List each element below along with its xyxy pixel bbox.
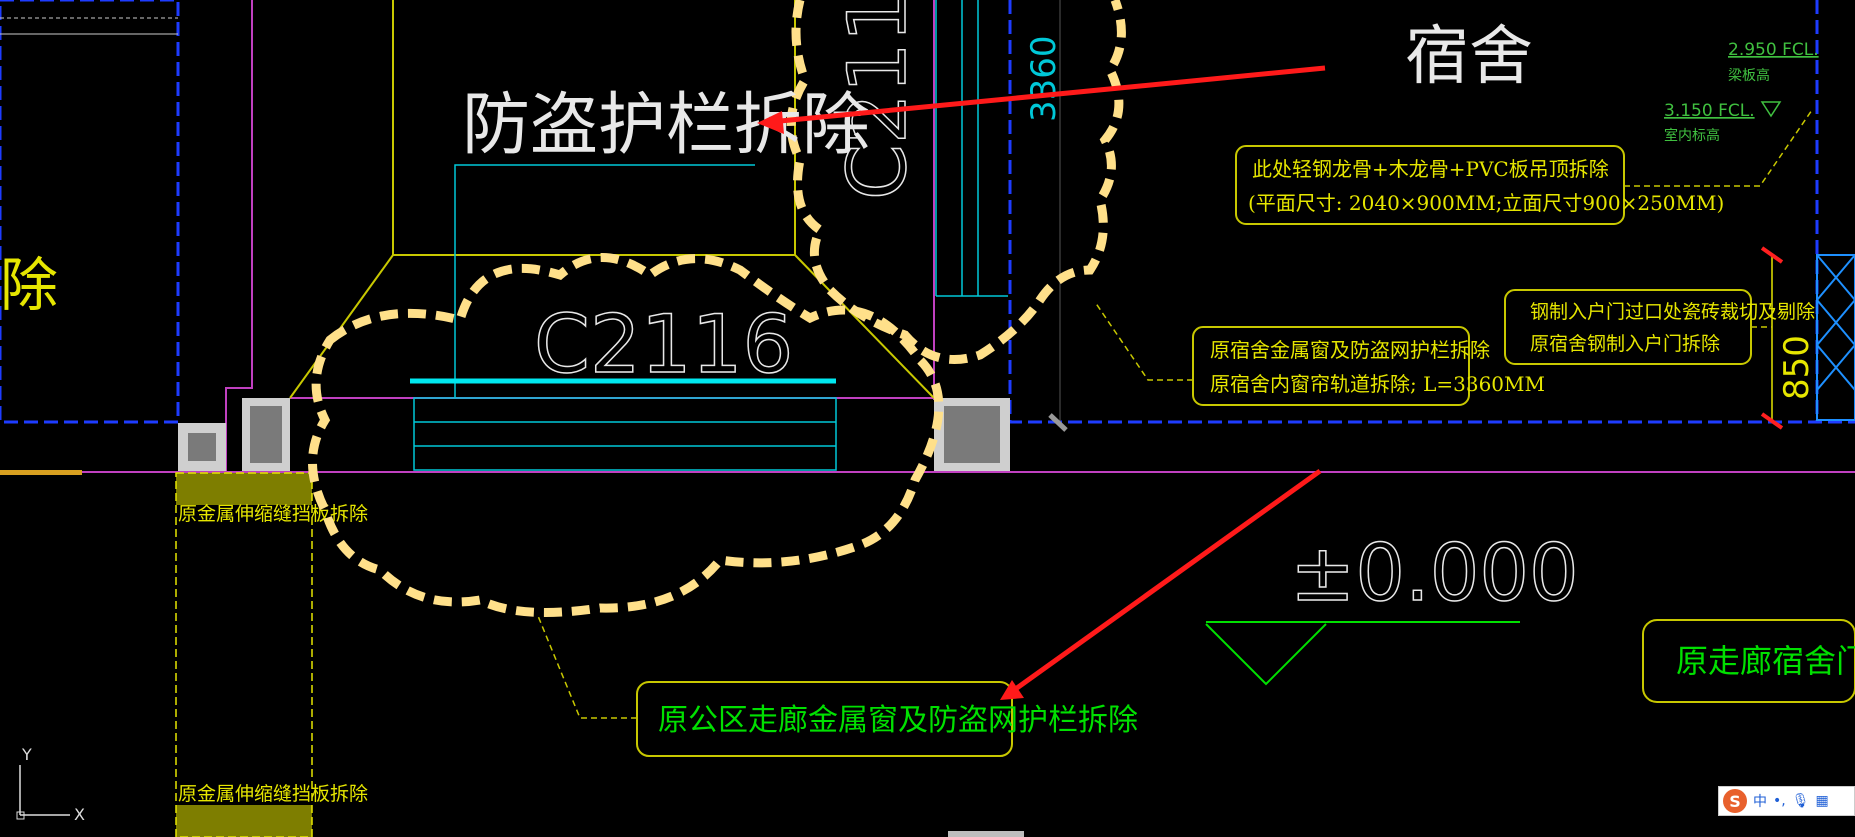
- ucs-y-label: Y: [21, 745, 32, 764]
- dim-850-tick-top: [1760, 246, 1784, 264]
- microphone-icon[interactable]: 🎙: [1791, 793, 1810, 809]
- ceiling-note-box: [1235, 145, 1625, 225]
- red-arrow-top: [757, 65, 1326, 134]
- column-right-inner: [944, 406, 1000, 463]
- corridor-door-note-box: [1642, 619, 1855, 703]
- corridor-note-leader: [537, 615, 637, 719]
- revision-cloud-upper: [786, 0, 1126, 364]
- red-arrow-bottom: [1000, 468, 1322, 700]
- corridor-note-text: 原公区走廊金属窗及防盗网护栏拆除: [658, 703, 1138, 738]
- fcl-3150-note: 室内标高: [1664, 127, 1720, 144]
- expansion-joint-label-1: 原金属伸缩缝挡板拆除: [178, 503, 368, 525]
- door-note-line-2: 原宿舍钢制入户门拆除: [1530, 333, 1720, 355]
- corridor-note-box: [636, 681, 1013, 757]
- left-room-boundary: [0, 0, 180, 424]
- dim-3360-tick: [1048, 413, 1068, 432]
- corridor-door-note-text: 原走廊宿舍门口网: [1676, 642, 1855, 680]
- elevation-marker: [1205, 623, 1327, 686]
- ucs-x-label: X: [74, 805, 85, 824]
- fcl-3150-marker: [1760, 101, 1782, 118]
- ucs-icon: [16, 765, 70, 820]
- right-edge-hatch: [1816, 254, 1855, 421]
- horizontal-scroll-thumb[interactable]: [948, 831, 1024, 837]
- expansion-joint-hatch-top: [176, 473, 312, 505]
- window-note-line-1: 原宿舍金属窗及防盗网护栏拆除: [1210, 338, 1490, 362]
- left-hatch-bar: [0, 470, 82, 475]
- ime-toolbar[interactable]: S 中 •, 🎙 ▦: [1718, 786, 1855, 816]
- expansion-joint-label-2: 原金属伸缩缝挡板拆除: [178, 783, 368, 805]
- keyboard-grid-icon[interactable]: ▦: [1815, 793, 1829, 809]
- sogou-logo-icon[interactable]: S: [1723, 789, 1747, 813]
- elevation-zero-label: ±0.000: [1290, 529, 1579, 619]
- window-note-box: [1192, 326, 1470, 406]
- window-note-leader: [1094, 301, 1193, 381]
- dormitory-label: 宿舍: [1405, 20, 1533, 94]
- window-frame-left: [289, 0, 394, 399]
- left-remove-label: 除: [0, 251, 58, 319]
- window-cyan-outline: [454, 164, 755, 398]
- window-tag-c2116-vertical: C2116A: [831, 0, 924, 200]
- ceiling-note-leader: [1624, 109, 1813, 187]
- ceiling-note-line-1: 此处轻钢龙骨+木龙骨+PVC板吊顶拆除: [1252, 157, 1609, 181]
- dim-850-tick-bottom: [1760, 412, 1784, 430]
- dimension-3360: 3360: [1024, 35, 1064, 122]
- ime-language-toggle[interactable]: 中: [1753, 794, 1767, 810]
- window-note-line-2: 原宿舍内窗帘轨道拆除; L=3360MM: [1210, 372, 1545, 396]
- remove-guardrail-label: 防盗护栏拆除: [462, 86, 870, 165]
- fcl-2950-note: 梁板高: [1728, 67, 1770, 84]
- column-left-inner: [250, 406, 282, 463]
- ceiling-note-line-2: (平面尺寸: 2040×900MM;立面尺寸900×250MM): [1248, 191, 1724, 215]
- column-small-inner: [188, 433, 216, 461]
- expansion-joint-hatch-bottom: [176, 805, 312, 837]
- fcl-3150-label: 3.150 FCL.: [1664, 101, 1755, 121]
- fcl-2950-label: 2.950 FCL.: [1728, 40, 1819, 60]
- revision-cloud-window: [308, 253, 944, 617]
- window-tag-c2116: C2116: [534, 298, 793, 391]
- door-note-line-1: 钢制入户门过口处瓷砖裁切及剔除: [1530, 301, 1815, 323]
- dimension-850: 850: [1777, 335, 1817, 400]
- window-glazing-box: [413, 397, 837, 471]
- ime-punctuation-toggle[interactable]: •,: [1773, 793, 1786, 809]
